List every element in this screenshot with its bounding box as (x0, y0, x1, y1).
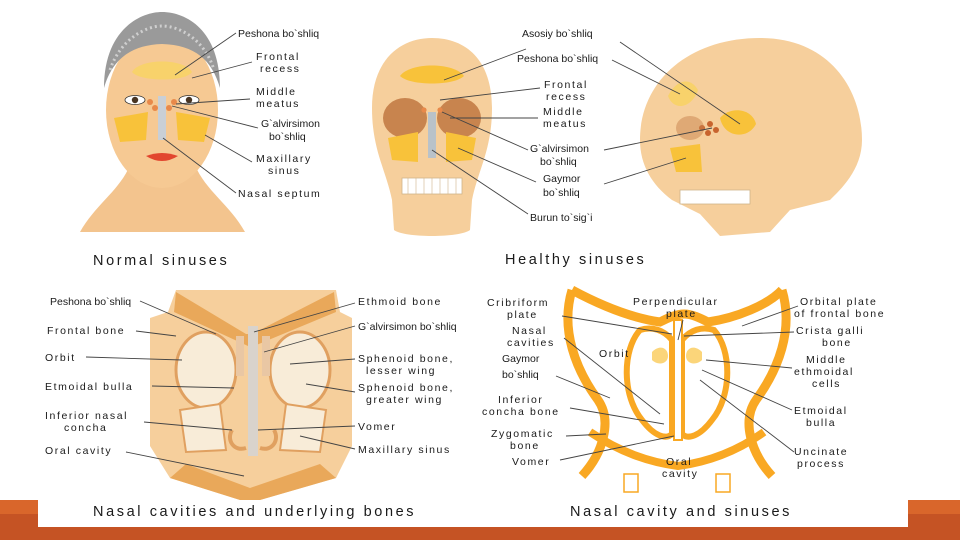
sinus-label-uncinate-1: Uncinate (794, 446, 848, 458)
sinus-label-orbit: Orbit (599, 348, 630, 360)
face-label-middle-1: Middle (256, 86, 297, 98)
sinus-label-perp-1: Perpendicular (633, 296, 719, 308)
sinus-label-mid-eth-3: cells (812, 378, 841, 390)
face-label-frontal-2: recess (260, 63, 301, 75)
sinus-label-uncinate-2: process (797, 458, 845, 470)
skull-label-frontal-2: recess (546, 91, 587, 103)
sinus-label-vomer: Vomer (512, 456, 550, 468)
bones-label-sph-great-1: Sphenoid bone, (358, 382, 454, 394)
bones-label-inferior-1: Inferior nasal (45, 410, 128, 422)
side-skull (640, 38, 862, 236)
caption-nasal-sinuses: Nasal cavity and sinuses (570, 504, 792, 520)
sinus-label-perp-2: plate (666, 308, 697, 320)
bones-label-sph-great-2: greater wing (366, 394, 443, 406)
skull-label-gaymor-1: Gaymor (543, 173, 581, 185)
skull-label-peshona: Peshona bo`shliq (517, 53, 598, 65)
sinus-illustration (563, 286, 791, 493)
face-illustration (80, 12, 245, 232)
bones-label-sph-less-1: Sphenoid bone, (358, 353, 454, 365)
face-label-max-2: sinus (268, 165, 301, 177)
face-label-galv-2: bo`shliq (269, 131, 306, 143)
sinus-label-crista-2: bone (822, 337, 852, 349)
bones-illustration (150, 290, 352, 500)
face-label-max-1: Maxillary (256, 153, 312, 165)
sinus-label-nasal-2: cavities (507, 337, 555, 349)
front-skull (372, 38, 492, 236)
bones-label-galv: G`alvirsimon bo`shliq (358, 321, 457, 333)
face-labels: Peshona bo`shliq Frontal recess Middle m… (93, 28, 321, 269)
skull-label-galv-1: G`alvirsimon (530, 143, 589, 155)
skull-label-burun: Burun to`sig`i (530, 212, 592, 224)
skull-label-middle-2: meatus (543, 118, 587, 130)
skull-label-gaymor-2: bo`shliq (543, 187, 580, 199)
face-label-peshona: Peshona bo`shliq (238, 28, 319, 40)
face-label-frontal-1: Frontal (256, 51, 300, 63)
face-label-septum: Nasal septum (238, 188, 321, 200)
sinus-label-gaymor-2: bo`shliq (502, 369, 539, 381)
sinus-label-zygomatic-1: Zygomatic (491, 428, 554, 440)
caption-nasal-bones: Nasal cavities and underlying bones (93, 504, 416, 520)
skull-label-middle-1: Middle (543, 106, 584, 118)
sinus-label-zygomatic-2: bone (510, 440, 540, 452)
caption-healthy: Healthy sinuses (505, 252, 646, 268)
sinus-label-gaymor-1: Gaymor (502, 353, 540, 365)
sinus-label-cribriform-1: Cribriform (487, 297, 549, 309)
sinus-labels: Cribriform plate Nasal cavities Gaymor b… (482, 296, 885, 520)
caption-normal: Normal sinuses (93, 253, 229, 269)
bones-label-frontal: Frontal bone (47, 325, 125, 337)
sinus-label-crista-1: Crista galli (796, 325, 864, 337)
bones-labels: Peshona bo`shliq Frontal bone Orbit Etmo… (45, 296, 457, 520)
face-label-galv-1: G`alvirsimon (261, 118, 320, 130)
bones-label-etm-bulla: Etmoidal bulla (45, 381, 133, 393)
sinus-label-nasal-1: Nasal (512, 325, 547, 337)
sinus-label-etm-bulla-1: Etmoidal (794, 405, 848, 417)
skull-label-asosiy: Asosiy bo`shliq (522, 28, 593, 40)
bones-label-sph-less-2: lesser wing (366, 365, 436, 377)
skull-label-frontal-1: Frontal (544, 79, 588, 91)
skull-label-galv-2: bo`shliq (540, 156, 577, 168)
bones-label-peshona: Peshona bo`shliq (50, 296, 131, 308)
bones-label-max-sinus: Maxillary sinus (358, 444, 451, 456)
sinus-label-mid-eth-2: ethmoidal (794, 366, 854, 378)
bones-label-ethmoid: Ethmoid bone (358, 296, 442, 308)
face-label-middle-2: meatus (256, 98, 300, 110)
bones-label-orbit: Orbit (45, 352, 76, 364)
bones-label-oral: Oral cavity (45, 445, 112, 457)
sinus-label-inferior-2: concha bone (482, 406, 560, 418)
bones-label-inferior-2: concha (64, 422, 107, 434)
sinus-label-oral-1: Oral (666, 456, 692, 468)
sinus-label-oral-2: cavity (662, 468, 698, 480)
sinus-label-mid-eth-1: Middle (806, 354, 847, 366)
sinus-label-etm-bulla-2: bulla (806, 417, 836, 429)
skull-labels: Asosiy bo`shliq Peshona bo`shliq Frontal… (431, 28, 741, 268)
sinus-label-orb-plate-2: of frontal bone (794, 308, 885, 320)
sinus-label-orb-plate-1: Orbital plate (800, 296, 877, 308)
sinus-label-cribriform-2: plate (507, 309, 538, 321)
bones-label-vomer: Vomer (358, 421, 396, 433)
sinus-label-inferior-1: Inferior (498, 394, 543, 406)
